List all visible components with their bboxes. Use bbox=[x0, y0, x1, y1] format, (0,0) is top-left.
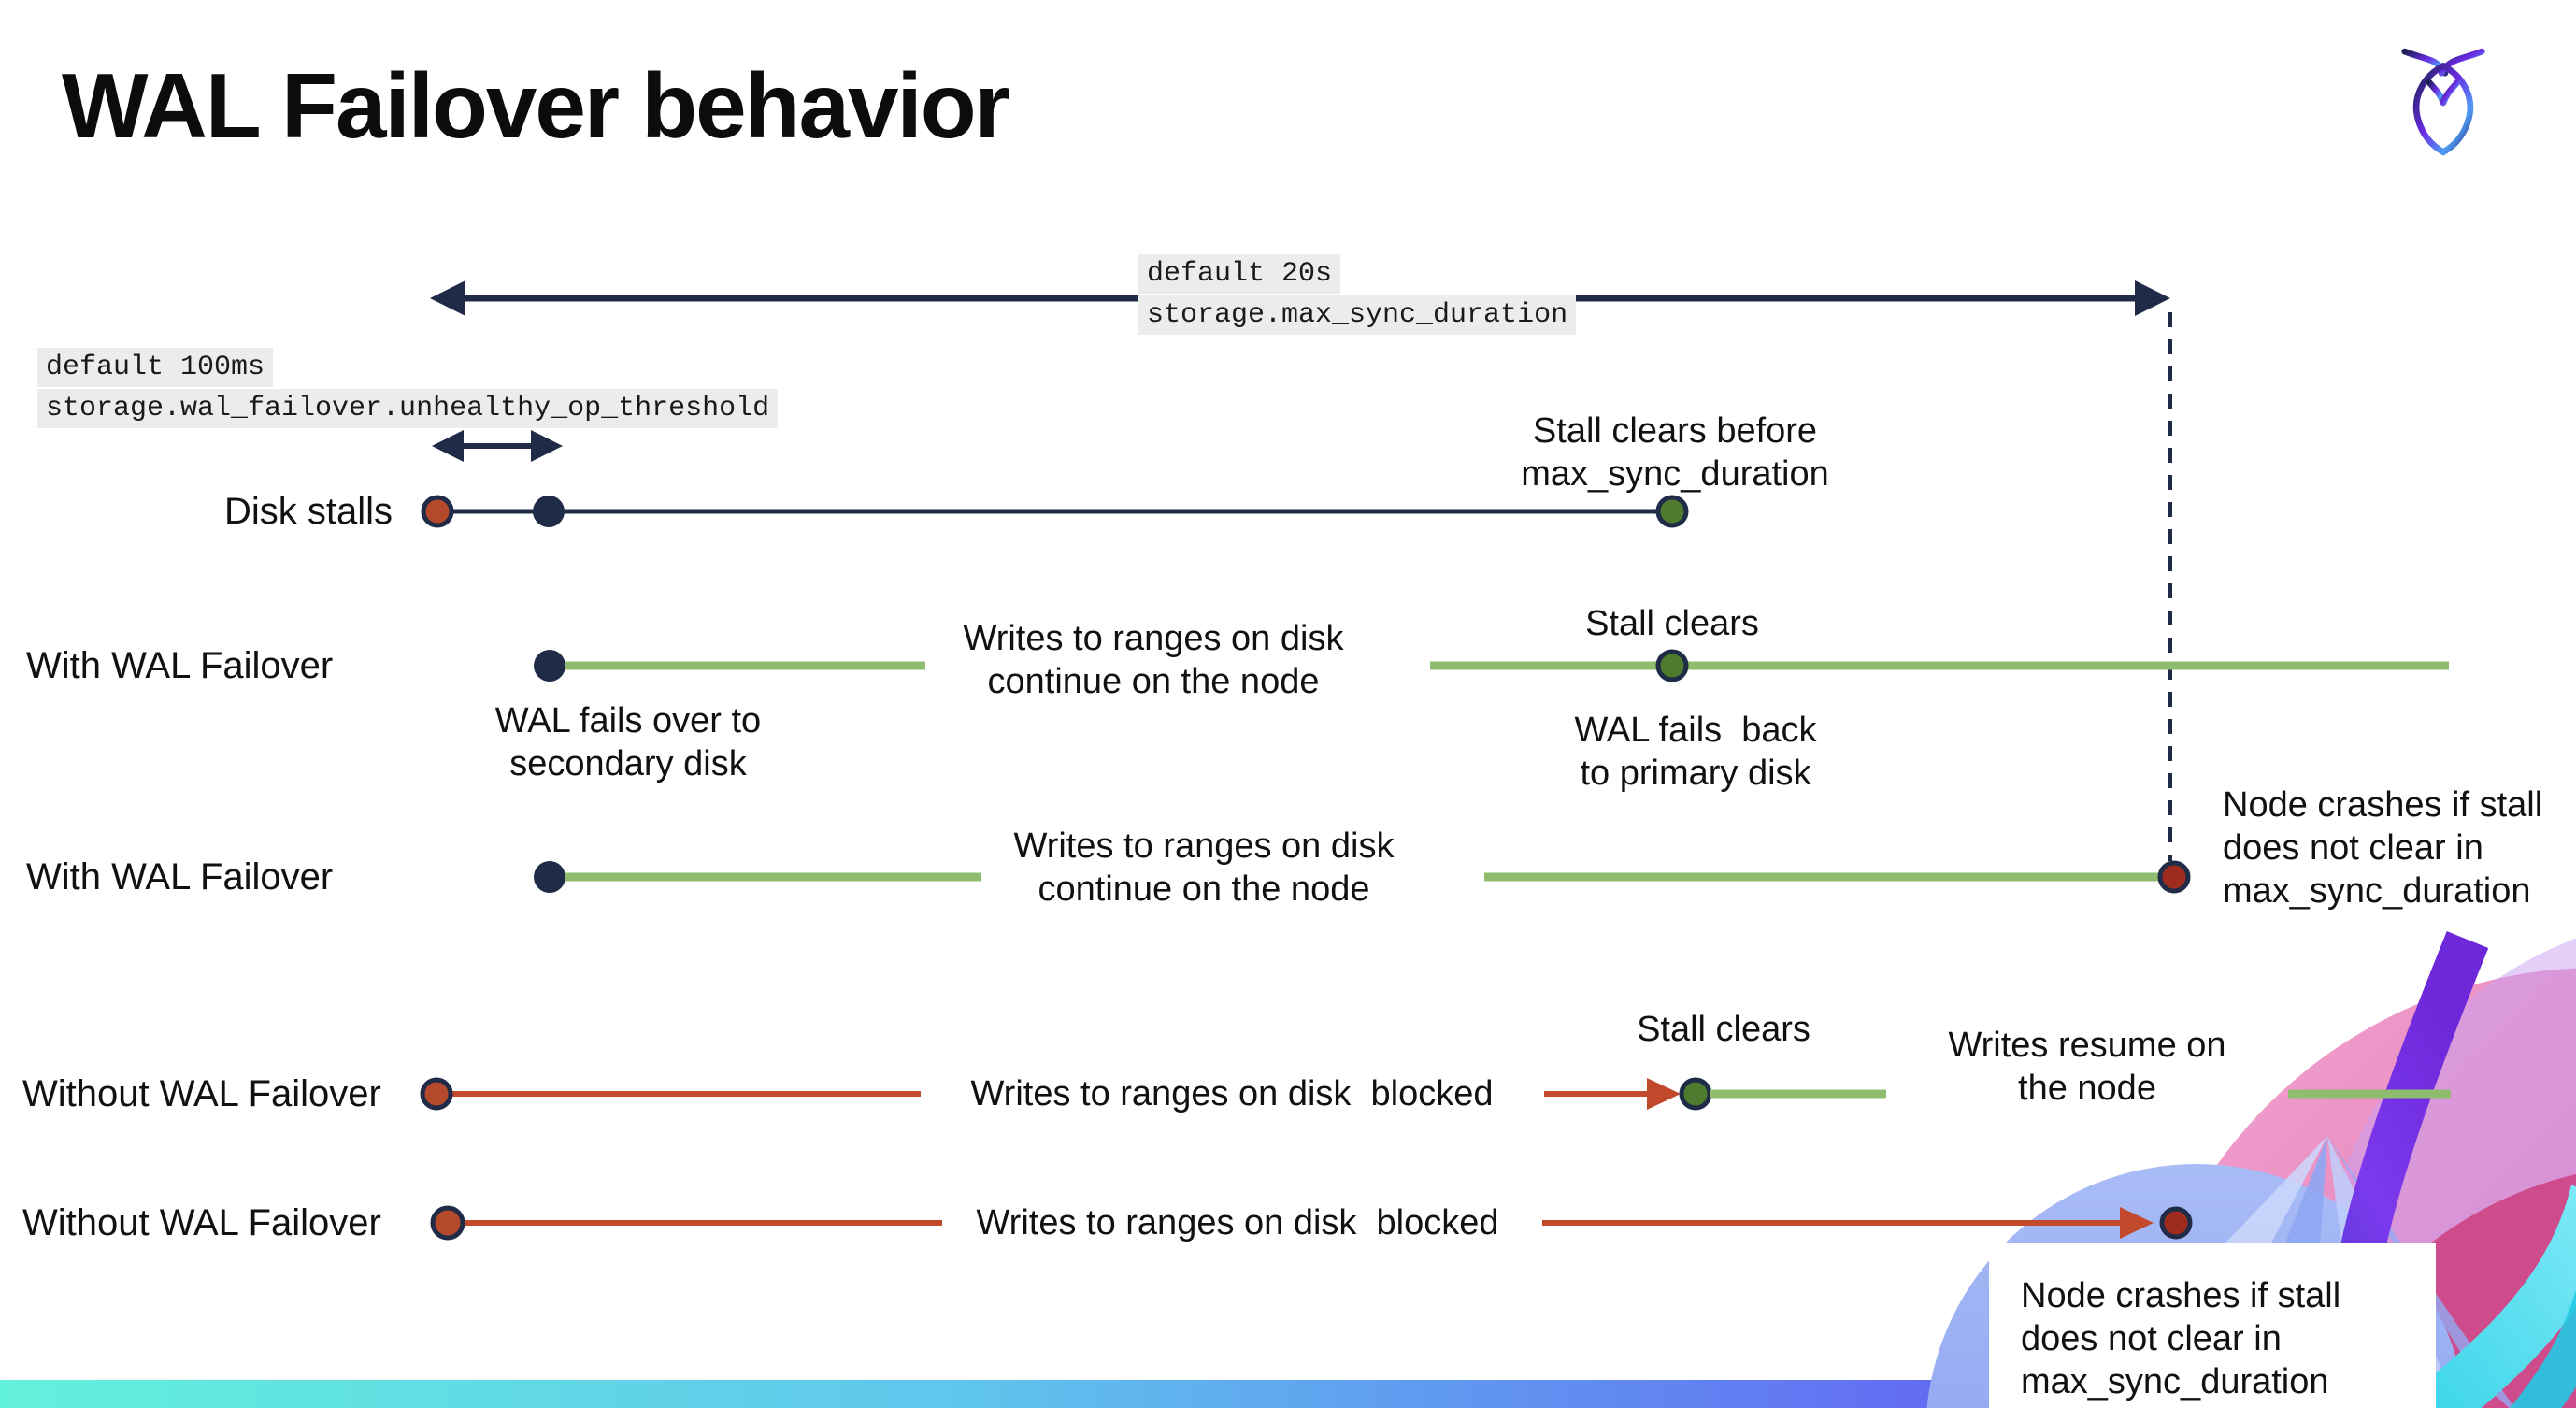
stall-clears-dot bbox=[1655, 649, 1689, 682]
threshold-dot bbox=[533, 496, 565, 527]
note-writes-blocked-row4: Writes to ranges on disk blocked bbox=[970, 1074, 1494, 1113]
row-label-with-wal-failover-2: With WAL Failover bbox=[26, 856, 334, 898]
art-cyan-arc bbox=[2510, 1289, 2576, 1408]
row-label-without-wal-failover-2: Without WAL Failover bbox=[22, 1202, 381, 1243]
node-crash-dot bbox=[2157, 860, 2191, 894]
timeline-row-without-failover-crash bbox=[430, 1205, 2193, 1241]
node-crash-dot bbox=[2159, 1206, 2193, 1240]
note-node-crashes-row5: Node crashes if stall does not clear in … bbox=[2021, 1276, 2341, 1401]
note-stall-clears-before: Stall clears before max_sync_duration bbox=[1521, 411, 1829, 494]
note-writes-continue-row2: Writes to ranges on disk continue on the… bbox=[963, 619, 1344, 701]
unhealthy-op-threshold-arrow bbox=[432, 430, 563, 462]
row-label-with-wal-failover-1: With WAL Failover bbox=[26, 645, 334, 686]
note-wal-fails-back: WAL fails back to primary disk bbox=[1574, 711, 1817, 793]
note-stall-clears-row2: Stall clears bbox=[1585, 604, 1759, 643]
timeline-row-disk-stalls bbox=[421, 495, 1689, 528]
row-label-disk-stalls: Disk stalls bbox=[224, 491, 394, 532]
timeline-row-with-failover-crash bbox=[534, 860, 2191, 894]
note-stall-clears-row4: Stall clears bbox=[1637, 1010, 1810, 1049]
failover-dot bbox=[534, 861, 565, 893]
stall-start-dot bbox=[430, 1205, 465, 1241]
max-sync-setting-label: storage.max_sync_duration bbox=[1138, 295, 1577, 335]
stall-clears-dot bbox=[1679, 1077, 1712, 1111]
stall-clears-dot bbox=[1655, 495, 1689, 528]
failover-dot bbox=[534, 650, 565, 682]
unhealthy-op-default-label: default 100ms bbox=[37, 348, 274, 387]
timeline-row-with-failover-clears bbox=[534, 649, 2449, 682]
note-wal-fails-over: WAL fails over to secondary disk bbox=[494, 701, 762, 783]
row-label-without-wal-failover-1: Without WAL Failover bbox=[22, 1073, 381, 1114]
note-writes-continue-row3: Writes to ranges on disk continue on the… bbox=[1013, 826, 1395, 909]
cockroachdb-logo-icon bbox=[2401, 48, 2485, 156]
unhealthy-op-setting-label: storage.wal_failover.unhealthy_op_thresh… bbox=[37, 389, 779, 428]
note-writes-blocked-row5: Writes to ranges on disk blocked bbox=[976, 1203, 1499, 1243]
note-writes-resume: Writes resume on the node bbox=[1948, 1026, 2226, 1108]
node-crash-callout-box: Node crashes if stall does not clear in … bbox=[1989, 1243, 2436, 1408]
page-title: WAL Failover behavior bbox=[62, 54, 1010, 157]
stall-start-dot bbox=[421, 495, 454, 528]
note-node-crashes-row3: Node crashes if stall does not clear in … bbox=[2223, 785, 2543, 911]
timeline-row-without-failover-clears bbox=[420, 1077, 2451, 1111]
art-cyan-arc bbox=[2391, 1185, 2576, 1408]
max-sync-default-label: default 20s bbox=[1138, 254, 1341, 294]
stall-start-dot bbox=[420, 1077, 453, 1111]
